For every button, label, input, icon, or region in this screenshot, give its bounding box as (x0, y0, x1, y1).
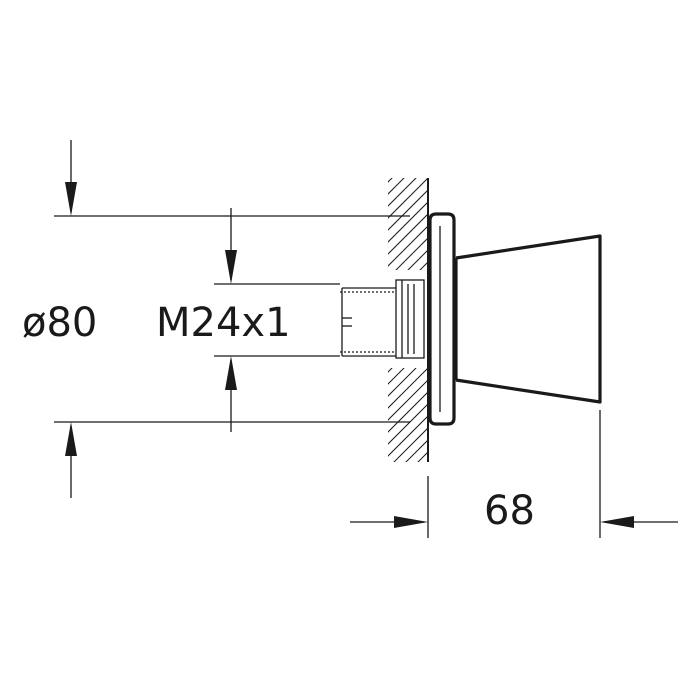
dimension-depth (350, 410, 678, 538)
thread-label: M24x1 (156, 300, 291, 346)
outer-diameter-label: ø80 (22, 300, 97, 346)
dimension-thread (214, 208, 340, 432)
dimension-outer-diameter (54, 140, 410, 498)
rosette-plate (428, 212, 456, 426)
handle-knob (454, 234, 602, 404)
threaded-stem (340, 279, 425, 359)
depth-label: 68 (484, 488, 535, 534)
